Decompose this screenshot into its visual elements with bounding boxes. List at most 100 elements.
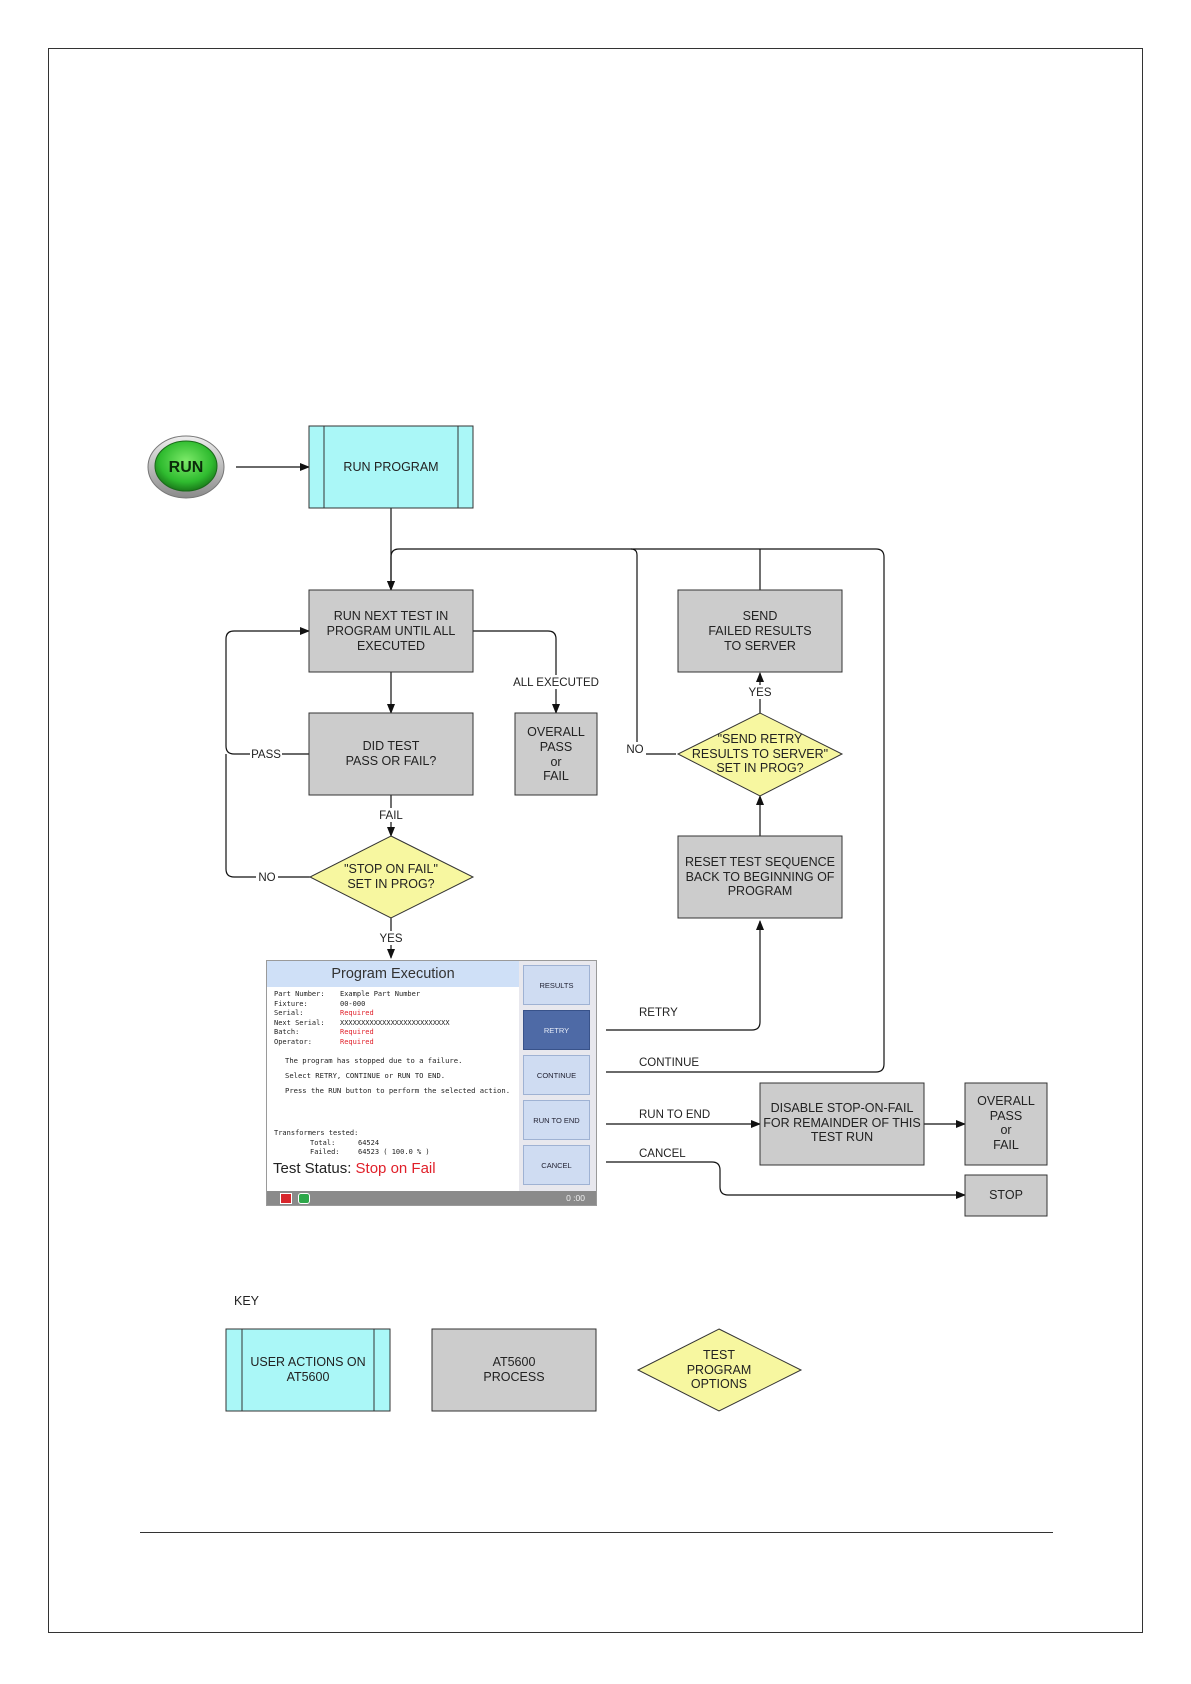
node-run-next-test-line2: PROGRAM UNTIL ALL — [327, 624, 456, 638]
node-run-program: RUN PROGRAM — [308, 425, 474, 509]
screen-button-column: RESULTS RETRY CONTINUE RUN TO END CANCEL — [519, 961, 596, 1191]
key-options-line1: TEST — [703, 1348, 735, 1362]
total-value: 64524 — [358, 1138, 380, 1147]
elapsed-time: 0 :00 — [566, 1193, 585, 1203]
node-disable-stop-on-fail: DISABLE STOP-ON-FAIL FOR REMAINDER OF TH… — [759, 1082, 925, 1166]
edge-cancel — [606, 1161, 966, 1199]
label-pass: PASS — [251, 749, 281, 761]
field-row: Next Serial: XXXXXXXXXXXXXXXXXXXXXXXXXX — [274, 1019, 450, 1029]
field-key: Batch: — [274, 1028, 300, 1037]
screen-message-2: Select RETRY, CONTINUE or RUN TO END. — [285, 1071, 446, 1080]
field-key: Part Number: — [274, 990, 325, 998]
label-cancel: CANCEL — [639, 1148, 686, 1160]
node-overall-2-line1: OVERALL — [977, 1094, 1035, 1108]
node-overall-2-line2: PASS — [990, 1109, 1022, 1123]
node-did-test-pass: DID TEST PASS OR FAIL? — [308, 712, 474, 796]
results-button[interactable]: RESULTS — [523, 965, 590, 1005]
field-value: 00-000 — [340, 999, 366, 1008]
label-no-send: NO — [626, 744, 643, 756]
field-row: Part Number:Example Part Number — [274, 990, 450, 1000]
node-send-failed-line1: SEND — [743, 609, 778, 623]
field-value: Required — [340, 1037, 374, 1046]
node-stop-on-fail-line1: "STOP ON FAIL" — [344, 862, 438, 876]
edge-labels: ALL EXECUTED PASS FAIL NO YES YES NO RET… — [250, 675, 775, 1160]
label-no-stop: NO — [258, 872, 275, 884]
node-did-test-line2: PASS OR FAIL? — [346, 754, 437, 768]
program-execution-screen: Program Execution Part Number:Example Pa… — [266, 960, 597, 1206]
node-overall-1-line1: OVERALL — [527, 725, 585, 739]
node-disable-line1: DISABLE STOP-ON-FAIL — [771, 1101, 914, 1115]
node-overall-1-line4: FAIL — [543, 769, 569, 783]
key-process: AT5600 PROCESS — [431, 1328, 597, 1412]
field-row: Batch: Required — [274, 1028, 450, 1038]
node-reset-test-sequence: RESET TEST SEQUENCE BACK TO BEGINNING OF… — [677, 835, 843, 919]
node-disable-line2: FOR REMAINDER OF THIS — [763, 1116, 920, 1130]
key-options-line3: OPTIONS — [691, 1377, 747, 1391]
field-key: Operator: — [274, 1037, 312, 1046]
node-stop-on-fail-line2: SET IN PROG? — [347, 877, 434, 891]
node-stop-on-fail-decision: "STOP ON FAIL" SET IN PROG? — [308, 835, 475, 919]
run-to-end-button[interactable]: RUN TO END — [523, 1100, 590, 1140]
failed-value: 64523 ( 100.0 % ) — [358, 1148, 430, 1157]
cancel-button[interactable]: CANCEL — [523, 1145, 590, 1185]
key-user-actions-line2: AT5600 — [287, 1370, 330, 1384]
node-send-failed-line3: TO SERVER — [724, 639, 796, 653]
screen-main-panel: Program Execution Part Number:Example Pa… — [267, 961, 519, 1191]
field-value: Required — [340, 1028, 374, 1037]
field-key: Fixture: — [274, 999, 308, 1008]
screen-title: Program Execution — [267, 961, 519, 987]
key-process-line1: AT5600 — [493, 1355, 536, 1369]
node-overall-1-line2: PASS — [540, 740, 572, 754]
screen-message-1: The program has stopped due to a failure… — [285, 1056, 463, 1065]
node-overall-result-1: OVERALL PASS or FAIL — [514, 712, 598, 796]
field-key: Next Serial: — [274, 1018, 325, 1027]
node-send-retry-line1: "SEND RETRY — [718, 732, 803, 746]
node-run-next-test-line3: EXECUTED — [357, 639, 425, 653]
edge-continue-loop — [387, 548, 885, 1073]
field-row: Serial: Required — [274, 1009, 450, 1019]
label-yes-stop: YES — [379, 933, 402, 945]
field-value: XXXXXXXXXXXXXXXXXXXXXXXXXX — [340, 1018, 450, 1027]
screen-info-fields: Part Number:Example Part Number Fixture:… — [274, 990, 450, 1048]
node-run-next-test: RUN NEXT TEST IN PROGRAM UNTIL ALL EXECU… — [308, 589, 474, 673]
screen-status-bar: 0 :00 — [267, 1191, 596, 1205]
node-overall-1-line3: or — [550, 755, 561, 769]
label-yes-send: YES — [748, 687, 771, 699]
node-send-retry-decision: "SEND RETRY RESULTS TO SERVER" SET IN PR… — [676, 712, 844, 797]
key-process-line2: PROCESS — [483, 1370, 544, 1384]
test-status: Test Status: Stop on Fail — [273, 1160, 436, 1177]
key-user-actions-line1: USER ACTIONS ON — [250, 1355, 365, 1369]
screen-message-3: Press the RUN button to perform the sele… — [285, 1086, 511, 1095]
key-options: TEST PROGRAM OPTIONS — [636, 1328, 803, 1412]
retry-button[interactable]: RETRY — [523, 1010, 590, 1050]
node-did-test-line1: DID TEST — [363, 739, 420, 753]
edge-no-send — [630, 548, 676, 755]
node-run-program-label: RUN PROGRAM — [343, 460, 438, 474]
transformers-tested: Transformers tested: Total:64524 Failed:… — [274, 1129, 430, 1158]
run-button-label: RUN — [169, 459, 204, 476]
node-send-retry-line3: SET IN PROG? — [716, 761, 803, 775]
node-stop: STOP — [964, 1174, 1048, 1217]
continue-button[interactable]: CONTINUE — [523, 1055, 590, 1095]
node-send-failed-results: SEND FAILED RESULTS TO SERVER — [677, 589, 843, 673]
connectors — [225, 463, 966, 1199]
label-all-executed: ALL EXECUTED — [513, 677, 599, 689]
stop-icon[interactable] — [280, 1193, 292, 1204]
run-icon[interactable] — [298, 1193, 310, 1204]
node-disable-line3: TEST RUN — [811, 1130, 873, 1144]
label-continue: CONTINUE — [639, 1057, 699, 1069]
test-status-value: Stop on Fail — [355, 1160, 436, 1177]
node-overall-2-line4: FAIL — [993, 1138, 1019, 1152]
key-title: KEY — [234, 1294, 260, 1308]
failed-label: Failed: — [310, 1148, 340, 1157]
node-reset-line2: BACK TO BEGINNING OF — [686, 870, 835, 884]
key-user-actions: USER ACTIONS ON AT5600 — [225, 1328, 391, 1412]
field-key: Serial: — [274, 1009, 304, 1018]
total-label: Total: — [310, 1138, 336, 1147]
edge-retry — [606, 920, 764, 1031]
edge-all-executed — [473, 630, 560, 714]
run-button-icon: RUN — [147, 435, 225, 499]
key-options-line2: PROGRAM — [687, 1363, 752, 1377]
field-value: Required — [340, 1009, 374, 1018]
